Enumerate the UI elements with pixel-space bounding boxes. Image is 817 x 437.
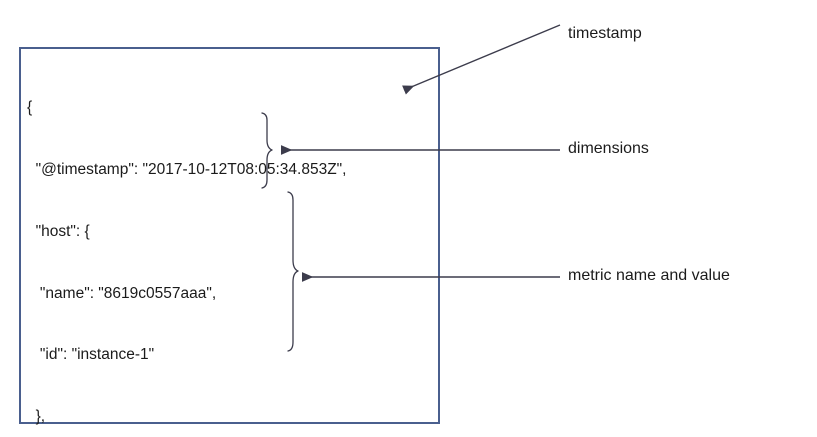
json-line-host-close: }, (27, 408, 46, 426)
annotation-label-timestamp: timestamp (568, 25, 642, 42)
json-line: { (27, 99, 33, 117)
json-line-host-name: "name": "8619c0557aaa", (27, 284, 217, 302)
json-document-box (19, 47, 440, 424)
annotation-label-metric: metric name and value (568, 267, 730, 284)
json-document-text: { "@timestamp": "2017-10-12T08:05:34.853… (27, 57, 427, 437)
annotation-label-dimensions: dimensions (568, 140, 649, 157)
json-line-host-open: "host": { (27, 222, 90, 240)
json-line-host-id: "id": "instance-1" (27, 346, 155, 364)
json-line-timestamp: "@timestamp": "2017-10-12T08:05:34.853Z"… (27, 160, 347, 178)
